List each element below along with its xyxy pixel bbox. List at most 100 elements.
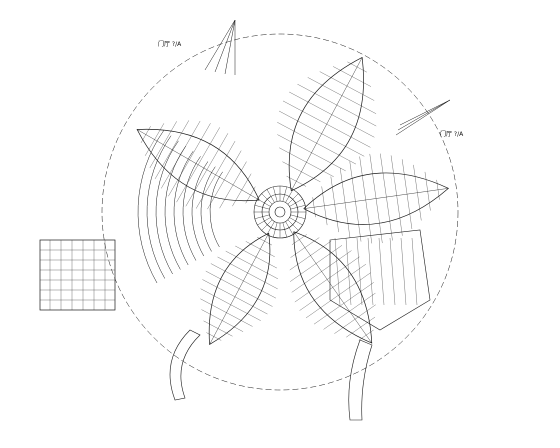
site-boundary-circle bbox=[101, 33, 459, 391]
petal-rib bbox=[176, 127, 220, 203]
east-complex-grid bbox=[411, 237, 418, 306]
south-east-ramp bbox=[348, 339, 373, 421]
wing-row-arc bbox=[209, 171, 223, 248]
petal-rib bbox=[401, 159, 413, 230]
petal-rib bbox=[207, 150, 242, 210]
petal-rib bbox=[290, 245, 343, 282]
petal-rib bbox=[206, 332, 222, 341]
rotunda-rib bbox=[261, 193, 273, 205]
east-label: 门厅 ?/A bbox=[440, 130, 464, 138]
petal-rib bbox=[436, 179, 440, 200]
east-complex-grid bbox=[378, 237, 385, 306]
east-fan-lines bbox=[395, 99, 451, 136]
rotunda-rib bbox=[254, 205, 270, 210]
rotunda-rib bbox=[287, 219, 299, 231]
petal-rib bbox=[340, 167, 351, 238]
rotunda-rib bbox=[257, 217, 271, 226]
east-complex-grid bbox=[400, 237, 407, 306]
rotunda-rib bbox=[289, 217, 303, 226]
petal-rib bbox=[291, 234, 307, 245]
petal-rib bbox=[286, 175, 307, 187]
petal-rib bbox=[332, 66, 372, 87]
petal-rib bbox=[289, 240, 332, 271]
petal-rib bbox=[279, 147, 334, 177]
petal-rib bbox=[319, 71, 375, 101]
petal-rib bbox=[282, 100, 371, 148]
wing-row-arc bbox=[173, 151, 194, 266]
rotunda-rib bbox=[285, 189, 294, 203]
petal-rib bbox=[217, 256, 278, 290]
east-complex-grid bbox=[334, 237, 341, 306]
petal-rib bbox=[202, 279, 268, 315]
petal-rib bbox=[200, 298, 253, 327]
rotunda-rib bbox=[261, 219, 273, 231]
rotunda-rib bbox=[273, 186, 278, 202]
rotunda-rib bbox=[266, 189, 275, 203]
petal-rib bbox=[369, 153, 383, 244]
rotunda-ring bbox=[268, 200, 292, 224]
petal-rib bbox=[235, 245, 277, 269]
north-label: 门厅 ?/A bbox=[158, 40, 182, 48]
east-complex-grid bbox=[345, 237, 352, 306]
petal-rib bbox=[245, 241, 275, 257]
petal-rib bbox=[277, 134, 346, 172]
petal-rib bbox=[291, 250, 352, 293]
petal-rib bbox=[289, 91, 375, 138]
rotunda-rib bbox=[289, 198, 303, 207]
petal-rib bbox=[149, 121, 177, 169]
petal-rib bbox=[380, 153, 393, 241]
petal-rib bbox=[277, 122, 357, 165]
petal-rib bbox=[200, 288, 261, 321]
petal-rib bbox=[196, 141, 236, 209]
rotunda-rib bbox=[273, 222, 278, 238]
petal-rib bbox=[413, 164, 422, 221]
rotunda-rib bbox=[290, 205, 306, 210]
petal-rib bbox=[145, 123, 165, 156]
petal-outline bbox=[303, 172, 449, 225]
petal-rib bbox=[154, 120, 190, 179]
east-complex-grid bbox=[389, 237, 396, 306]
wing-row-arc bbox=[164, 145, 187, 270]
rotunda-rib bbox=[254, 214, 270, 219]
west-building bbox=[39, 239, 116, 311]
petal-rib bbox=[257, 237, 273, 246]
petal-rib bbox=[232, 173, 252, 207]
petal-rib bbox=[203, 320, 233, 337]
south-west-ramp bbox=[169, 329, 201, 401]
petal-rib bbox=[334, 304, 376, 334]
petal-rib bbox=[390, 155, 403, 236]
petal-rib bbox=[312, 197, 316, 218]
petal-rib bbox=[321, 186, 328, 226]
petal-rib bbox=[349, 161, 362, 242]
petal-rib bbox=[297, 84, 377, 127]
petal-rib bbox=[201, 309, 244, 332]
petal-rib bbox=[245, 186, 256, 204]
rotunda-rib bbox=[282, 222, 287, 238]
wing-row-arc bbox=[137, 130, 164, 284]
petal-rib bbox=[424, 171, 431, 211]
rotunda-rib bbox=[266, 221, 275, 235]
wing-row-arc bbox=[191, 161, 209, 257]
petal-rib bbox=[359, 156, 372, 244]
east-complex-grid bbox=[356, 237, 363, 306]
petal-rib bbox=[278, 110, 365, 157]
petal-outline bbox=[288, 56, 364, 192]
petal-rib bbox=[210, 263, 276, 299]
petal-rib bbox=[168, 123, 211, 197]
petal-rib bbox=[307, 77, 377, 114]
petal-rib bbox=[140, 126, 151, 143]
wing-row-arc bbox=[155, 140, 179, 275]
plan-linework bbox=[39, 19, 459, 421]
petal-rib bbox=[305, 272, 371, 319]
wing-row-arc bbox=[146, 135, 172, 279]
petal-rib bbox=[205, 270, 273, 307]
petal-rib bbox=[358, 329, 374, 341]
petal-rib bbox=[299, 264, 367, 311]
petal-rib bbox=[347, 61, 367, 73]
petal-rib bbox=[185, 133, 229, 207]
east-complex-grid bbox=[367, 237, 374, 306]
petal-rib bbox=[225, 250, 278, 279]
petal-rib bbox=[330, 176, 339, 233]
wing-row-arc bbox=[182, 156, 201, 261]
